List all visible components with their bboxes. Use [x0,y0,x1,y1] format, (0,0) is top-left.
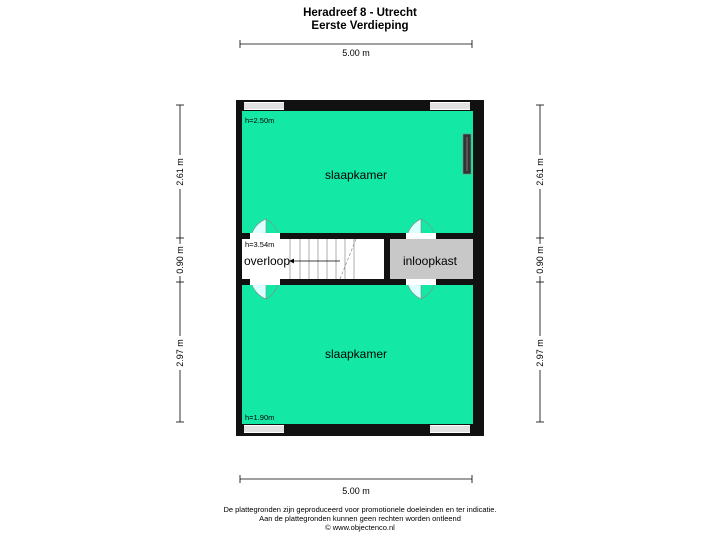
plan-title-address: Heradreef 8 - Utrecht [303,7,417,19]
door-closet-bottom [406,279,436,300]
door-top-bedroom [250,218,280,239]
door-bottom-bedroom [250,279,280,300]
dimension-left-top-label: 2.61 m [175,158,185,186]
dimension-top [239,40,473,48]
window-bottom-right [430,425,470,433]
room-label-bottom-bedroom: slaapkamer [325,347,387,361]
room-bottom-bedroom [242,285,473,424]
disclaimer-line-2: Aan de plattegronden kunnen geen rechten… [259,514,461,523]
room-label-top-bedroom: slaapkamer [325,168,387,182]
disclaimer-line-1: De plattegronden zijn geproduceerd voor … [223,505,497,514]
room-closet [390,239,473,279]
room-label-closet: inloopkast [403,254,458,268]
dimension-bottom-label: 5.00 m [342,486,370,496]
window-bottom-left [244,425,284,433]
dimension-bottom [239,475,473,483]
dimension-right-middle-label: 0.90 m [535,246,545,274]
window-top-left [244,102,284,110]
door-closet-top [406,218,436,239]
dimension-left-bottom-label: 2.97 m [175,339,185,367]
window-top-right [430,102,470,110]
room-label-landing: overloop [244,254,290,268]
height-label-bottom-room: h=1.90m [245,413,274,422]
copyright-line: © www.objectenco.nl [325,523,395,532]
dimension-right-bottom-label: 2.97 m [535,339,545,367]
staircase [289,238,357,280]
height-label-top-room: h=2.50m [245,116,274,125]
radiator [462,133,472,175]
height-label-landing: h=3.54m [245,240,274,249]
room-top-bedroom [242,111,473,233]
dimension-right-top-label: 2.61 m [535,158,545,186]
plan-title-floor: Eerste Verdieping [311,20,409,32]
dimension-top-label: 5.00 m [342,48,370,58]
dimension-left-middle-label: 0.90 m [175,246,185,274]
